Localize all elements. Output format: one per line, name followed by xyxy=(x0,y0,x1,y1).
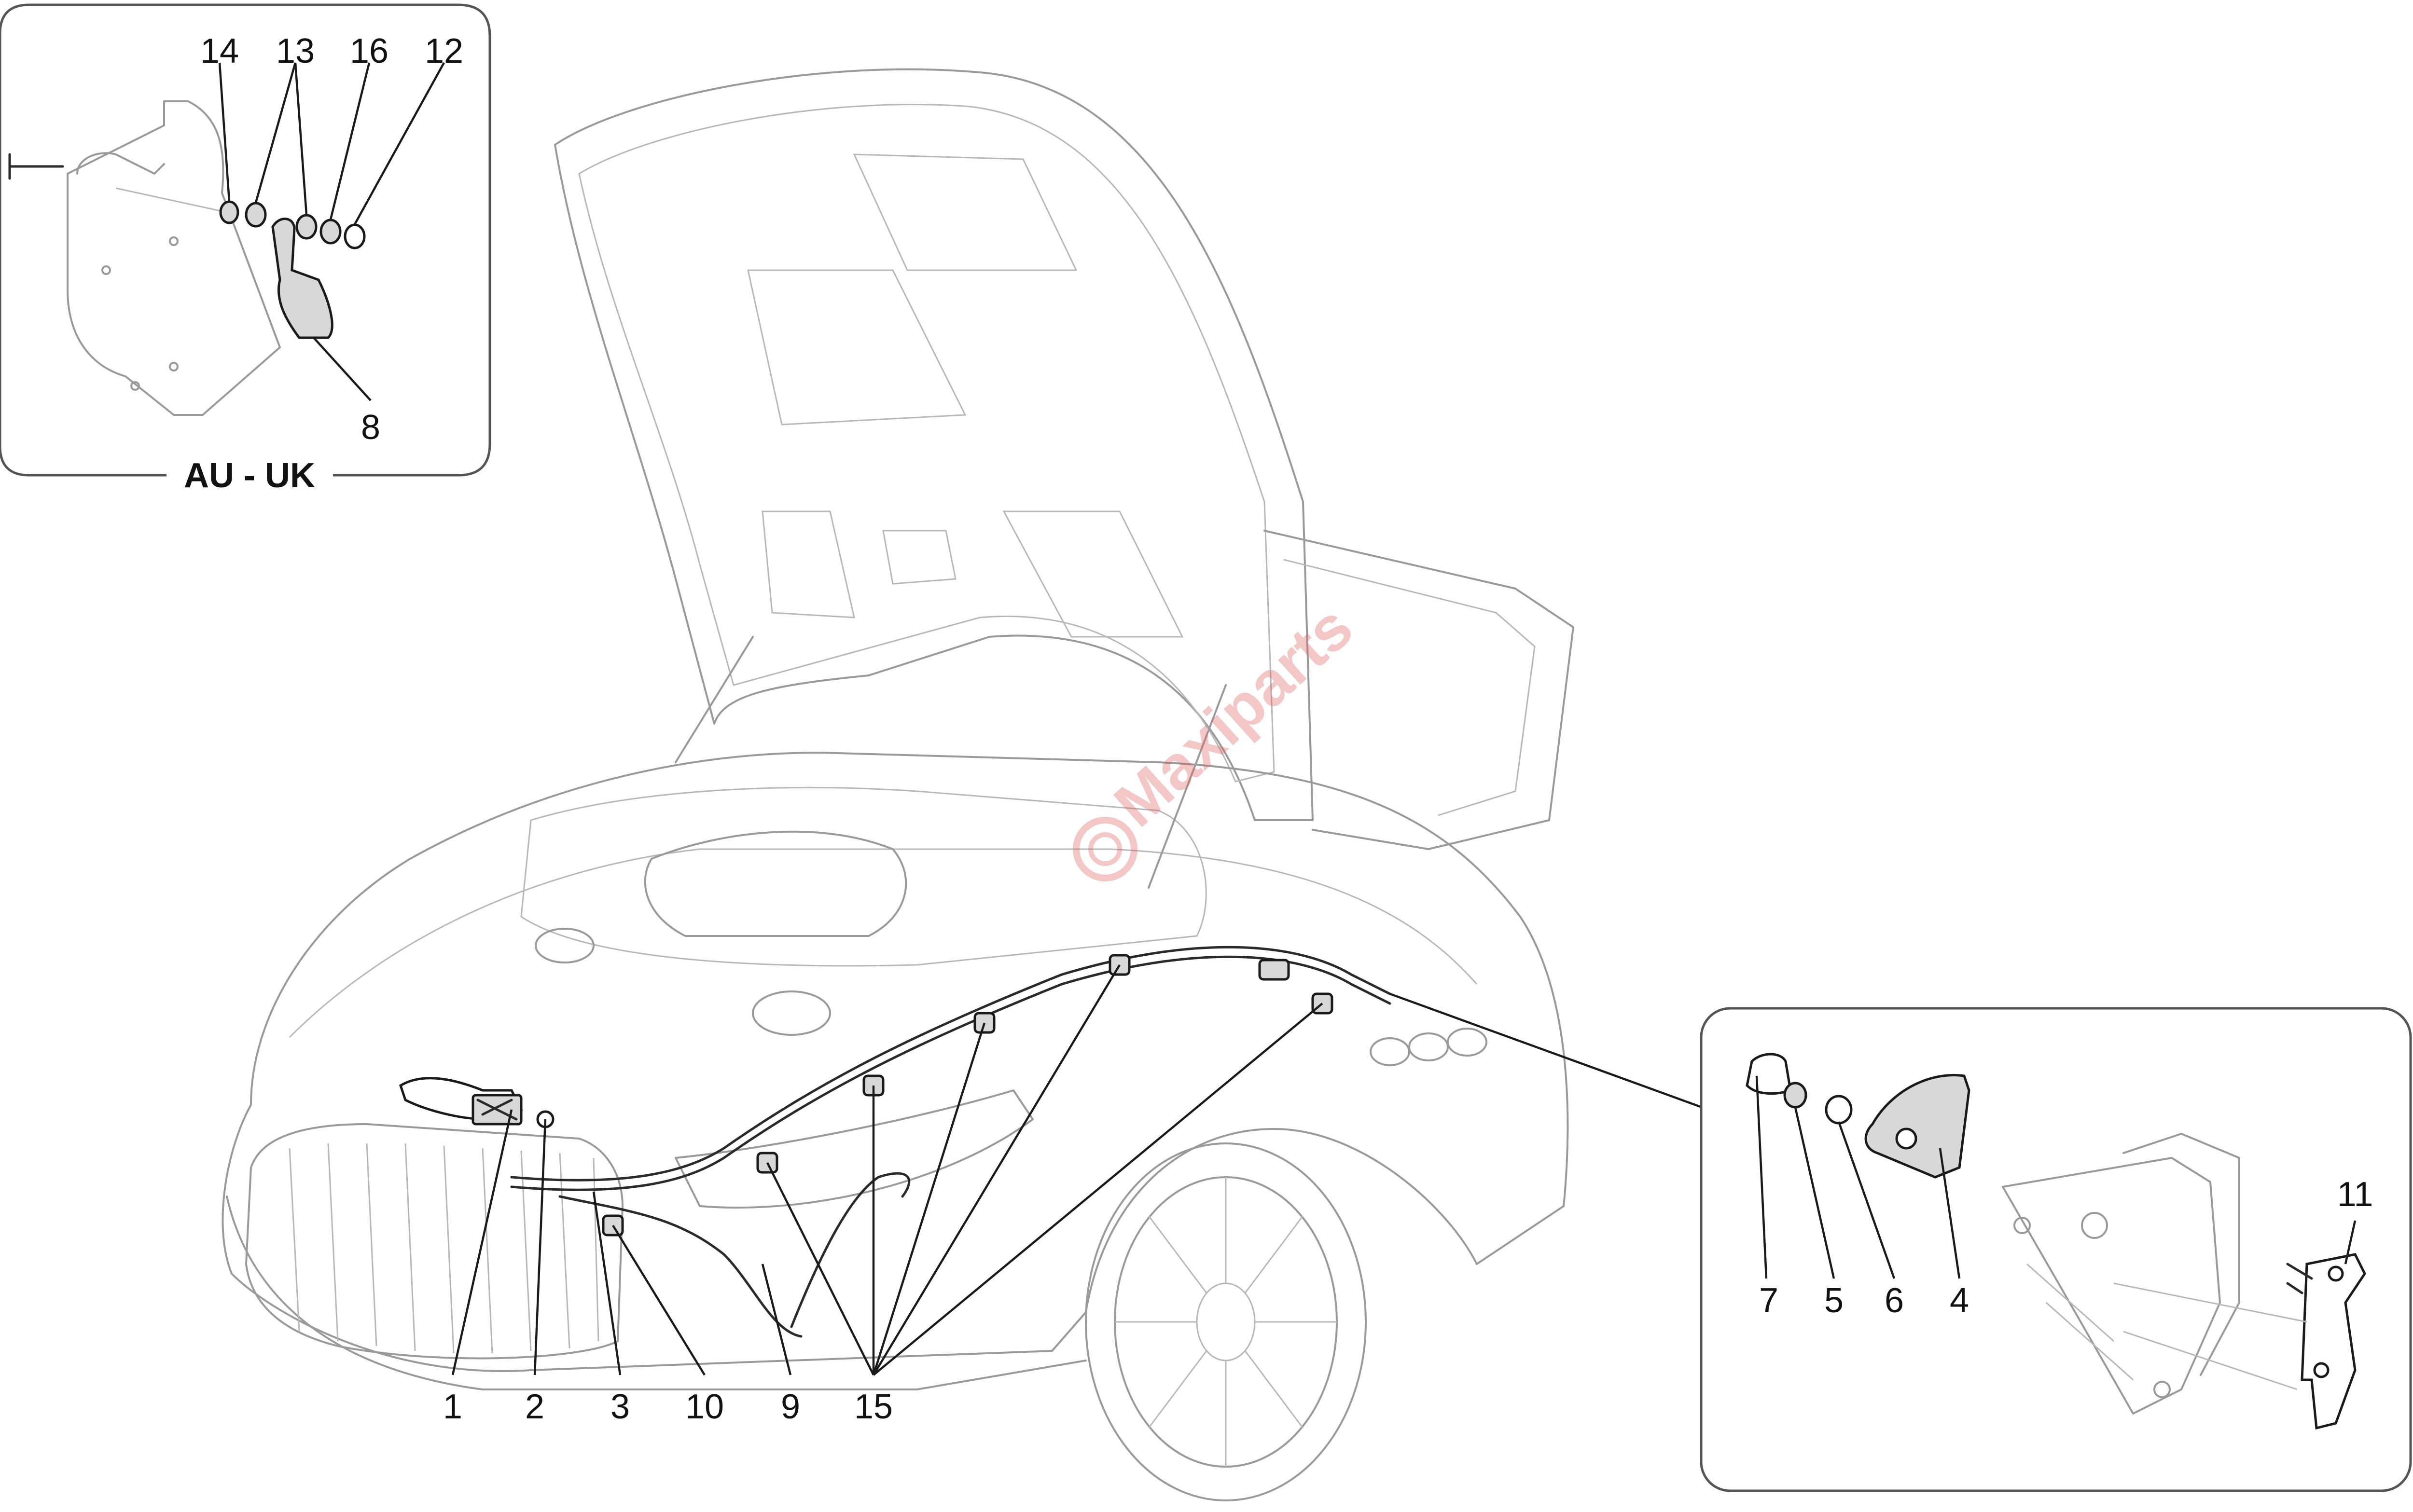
inset-title-bg xyxy=(166,456,333,495)
car-body-crease xyxy=(289,848,1478,1038)
au-uk-bracket-part xyxy=(271,218,333,339)
callout-2: 2 xyxy=(525,1388,544,1426)
callout-12: 12 xyxy=(425,32,463,70)
front-bumper xyxy=(226,1196,1087,1390)
front-grille xyxy=(245,1123,624,1360)
hood-strut-right xyxy=(1148,684,1227,889)
callout-8: 8 xyxy=(361,408,380,447)
bonnet-release-cable xyxy=(510,946,1391,1338)
bonnet-vent-left xyxy=(762,510,855,619)
lock-cap-part xyxy=(1746,1053,1792,1095)
grille-bars xyxy=(289,1143,599,1354)
lock-bracket-drawing xyxy=(2002,1133,2240,1415)
engine-intake xyxy=(644,830,907,937)
lock-cover-hole xyxy=(1895,1127,1917,1150)
windscreen-inner xyxy=(1283,559,1536,816)
callout-14: 14 xyxy=(200,32,239,70)
engine-bay xyxy=(520,787,1207,967)
main-leader-lines xyxy=(451,964,1709,1376)
inset-au-uk: AU - UK xyxy=(0,3,491,495)
callout-16: 16 xyxy=(350,32,388,70)
inset-au-uk-frame xyxy=(0,3,491,477)
bonnet-panel-mid xyxy=(853,153,1078,271)
inset-lock-detail xyxy=(1700,1007,2412,1492)
lock-nut xyxy=(1825,1095,1853,1125)
bonnet-vent-right xyxy=(1002,510,1184,638)
cable-clips xyxy=(602,954,1333,1237)
windscreen xyxy=(1263,530,1574,850)
hood-strut-left xyxy=(675,636,754,763)
car-body xyxy=(222,752,1569,1372)
fluid-reservoir-cap xyxy=(752,990,831,1036)
callout-7: 7 xyxy=(1759,1281,1778,1320)
headlight xyxy=(675,1089,1034,1209)
callout-labels: 14 13 16 12 8 1 2 3 10 9 15 7 5 6 4 11 xyxy=(200,32,2373,1426)
inset-au-uk-title: AU - UK xyxy=(184,456,315,495)
front-wheel xyxy=(1085,1142,1367,1501)
callout-11: 11 xyxy=(2337,1175,2373,1214)
side-vents xyxy=(1370,1028,1487,1066)
inset-lock-frame xyxy=(1700,1007,2412,1492)
bonnet-panel-left xyxy=(747,269,967,426)
bonnet-inner xyxy=(578,104,1275,783)
watermark-text: Maxiparts xyxy=(1101,591,1366,840)
coolant-cap xyxy=(535,928,595,963)
callout-5: 5 xyxy=(1824,1281,1844,1320)
au-uk-fasteners xyxy=(219,200,366,249)
lock-cover-part xyxy=(1864,1074,1970,1179)
callout-9: 9 xyxy=(781,1388,800,1426)
lock-latch-part xyxy=(2301,1253,2366,1430)
callout-6: 6 xyxy=(1885,1281,1904,1320)
lock-washer xyxy=(1783,1082,1807,1109)
car-illustration xyxy=(222,68,1574,1501)
bonnet-vent-mid xyxy=(882,530,957,585)
callout-1: 1 xyxy=(443,1388,462,1426)
bonnet-outer xyxy=(554,68,1314,821)
callout-15: 15 xyxy=(854,1388,893,1426)
callout-13: 13 xyxy=(276,32,315,70)
lock-leader-lines xyxy=(1755,1075,2357,1279)
callout-10: 10 xyxy=(685,1388,724,1426)
au-uk-leader-lines xyxy=(218,62,445,401)
callout-4: 4 xyxy=(1950,1281,1969,1320)
watermark-logo xyxy=(1073,817,1137,881)
callout-3: 3 xyxy=(610,1388,630,1426)
bonnet-lock-assembly xyxy=(399,1077,523,1126)
